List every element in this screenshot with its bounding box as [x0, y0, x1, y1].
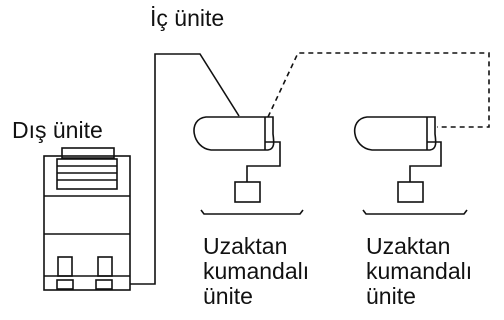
- remote-controller-2: [397, 181, 424, 203]
- remote-unit-label-2-line3: ünite: [366, 283, 416, 309]
- outdoor-unit-left-foot: [57, 256, 73, 277]
- group-bracket-1: [200, 209, 304, 215]
- remote-controller-1: [234, 181, 261, 203]
- outdoor-unit-top-grille: [61, 147, 115, 159]
- remote-unit-label-1-line2: kumandalı: [203, 258, 310, 284]
- remote-unit-label-2: Uzaktan kumandalı ünite: [366, 234, 472, 309]
- unit-link-line: [267, 52, 490, 128]
- indoor-unit-2: [353, 116, 437, 151]
- controller-wire-1: [246, 141, 281, 182]
- outdoor-unit-right-foot: [97, 256, 113, 277]
- remote-unit-label-1: Uzaktan kumandalı ünite: [203, 234, 309, 309]
- remote-unit-label-1-line1: Uzaktan: [203, 233, 288, 259]
- outdoor-unit-label: Dış ünite: [12, 117, 103, 143]
- remote-unit-label-1-line3: ünite: [203, 283, 253, 309]
- controller-wire-2: [409, 141, 442, 182]
- indoor-unit-1: [193, 116, 275, 151]
- outdoor-unit: [43, 147, 131, 291]
- group-bracket-2: [362, 209, 468, 215]
- refrigerant-pipe: [130, 53, 240, 285]
- remote-unit-label-2-line2: kumandalı: [366, 258, 473, 284]
- outdoor-unit-vent: [56, 158, 118, 190]
- indoor-unit-label: İç ünite: [150, 5, 225, 31]
- remote-unit-label-2-line1: Uzaktan: [366, 233, 451, 259]
- outdoor-unit-body: [43, 155, 131, 291]
